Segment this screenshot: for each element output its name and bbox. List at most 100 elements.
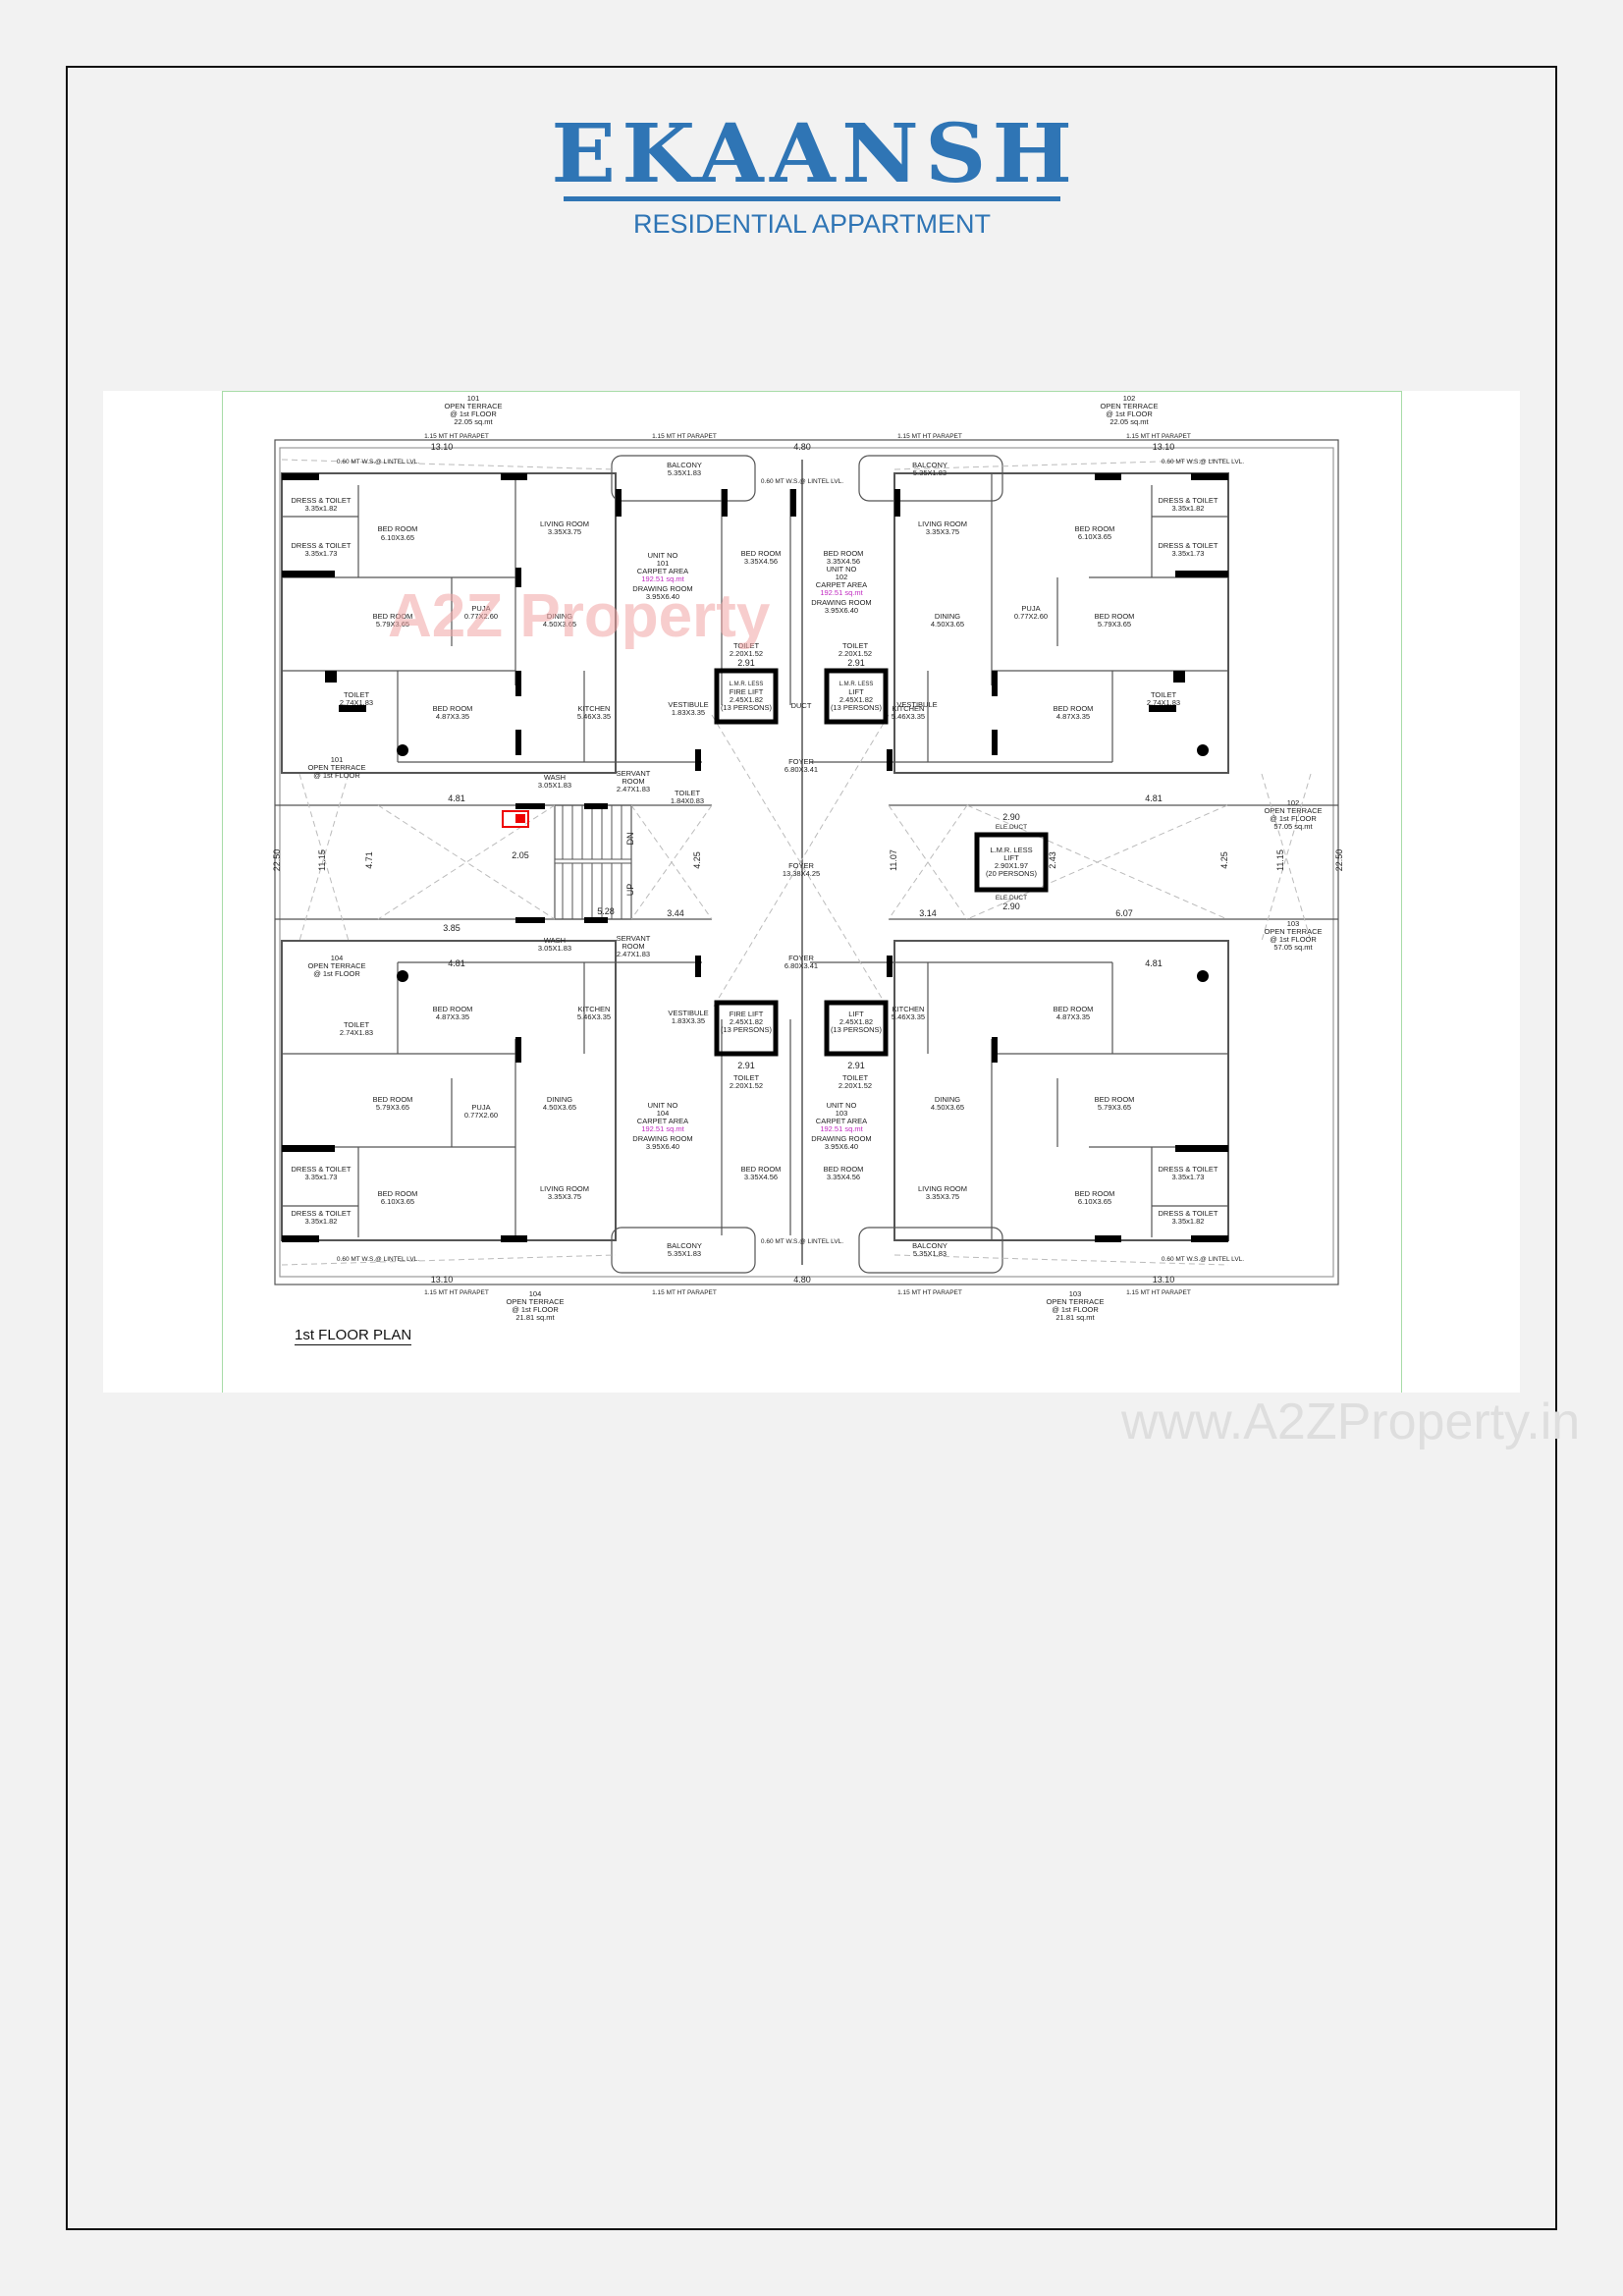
- svg-text:2.45X1.82: 2.45X1.82: [839, 1017, 873, 1026]
- svg-text:BALCONY: BALCONY: [912, 461, 947, 469]
- svg-text:@ 1st FLOOR: @ 1st FLOOR: [450, 410, 497, 418]
- svg-text:TOILET: TOILET: [842, 1073, 869, 1082]
- svg-text:104: 104: [529, 1289, 542, 1298]
- svg-text:5.79X3.65: 5.79X3.65: [1098, 1103, 1131, 1112]
- svg-text:4.71: 4.71: [364, 851, 374, 869]
- svg-text:4.87X3.35: 4.87X3.35: [436, 1012, 469, 1021]
- svg-text:3.95X6.40: 3.95X6.40: [825, 1142, 858, 1151]
- svg-text:2.74X1.83: 2.74X1.83: [340, 698, 373, 707]
- svg-text:0.60 MT W.S.@ LINTEL LVL.: 0.60 MT W.S.@ LINTEL LVL.: [337, 459, 419, 465]
- svg-text:VESTIBULE: VESTIBULE: [896, 700, 937, 709]
- brand-name: EKAANSH: [551, 107, 1079, 201]
- svg-text:3.95X6.40: 3.95X6.40: [646, 1142, 679, 1151]
- svg-text:104: 104: [657, 1109, 670, 1118]
- svg-text:2.91: 2.91: [847, 1061, 865, 1070]
- svg-text:DRESS & TOILET: DRESS & TOILET: [292, 1165, 352, 1174]
- svg-text:0.77X2.60: 0.77X2.60: [1014, 612, 1048, 621]
- svg-text:CARPET AREA: CARPET AREA: [637, 1117, 688, 1125]
- svg-text:1.15 MT HT PARAPET: 1.15 MT HT PARAPET: [652, 1289, 717, 1296]
- svg-text:TOILET: TOILET: [733, 1073, 760, 1082]
- brand-logo: EKAANSH RESIDENTIAL APPARTMENT: [551, 114, 1072, 240]
- svg-text:3.35x1.73: 3.35x1.73: [1172, 549, 1205, 558]
- svg-text:LIVING ROOM: LIVING ROOM: [918, 1184, 967, 1193]
- svg-text:PUJA: PUJA: [471, 1103, 490, 1112]
- svg-text:BED ROOM: BED ROOM: [1075, 1189, 1115, 1198]
- svg-text:KITCHEN: KITCHEN: [893, 704, 925, 713]
- svg-text:DRESS & TOILET: DRESS & TOILET: [1159, 1165, 1218, 1174]
- svg-text:DRESS & TOILET: DRESS & TOILET: [1159, 541, 1218, 550]
- svg-text:LIVING ROOM: LIVING ROOM: [918, 519, 967, 528]
- svg-text:2.74X1.83: 2.74X1.83: [340, 1028, 373, 1037]
- svg-text:3.05X1.83: 3.05X1.83: [538, 944, 571, 953]
- svg-text:BED ROOM: BED ROOM: [1054, 704, 1094, 713]
- svg-text:TOILET: TOILET: [344, 690, 370, 699]
- svg-text:2.20X1.52: 2.20X1.52: [839, 1081, 872, 1090]
- svg-text:OPEN TERRACE: OPEN TERRACE: [444, 402, 502, 410]
- svg-text:DINING: DINING: [547, 1095, 572, 1104]
- svg-text:1.15 MT HT PARAPET: 1.15 MT HT PARAPET: [424, 433, 489, 440]
- svg-text:104: 104: [331, 954, 344, 962]
- svg-text:5.79X3.65: 5.79X3.65: [1098, 620, 1131, 629]
- svg-text:6.10X3.65: 6.10X3.65: [1078, 532, 1111, 541]
- svg-text:11.15: 11.15: [317, 849, 327, 871]
- svg-text:DRAWING ROOM: DRAWING ROOM: [811, 598, 871, 607]
- svg-text:ELE.DUCT: ELE.DUCT: [996, 824, 1027, 831]
- svg-text:SERVANT: SERVANT: [617, 934, 651, 943]
- svg-text:FIRE LIFT: FIRE LIFT: [730, 1010, 764, 1018]
- svg-text:2.91: 2.91: [737, 1061, 755, 1070]
- svg-text:2.74X1.83: 2.74X1.83: [1147, 698, 1180, 707]
- svg-text:2.47X1.83: 2.47X1.83: [617, 950, 650, 958]
- svg-text:2.91: 2.91: [737, 658, 755, 668]
- svg-text:13.10: 13.10: [431, 1275, 454, 1285]
- svg-text:KITCHEN: KITCHEN: [893, 1005, 925, 1013]
- svg-text:13.10: 13.10: [1153, 1275, 1175, 1285]
- svg-text:(13 PERSONS): (13 PERSONS): [721, 1025, 773, 1034]
- svg-text:CARPET AREA: CARPET AREA: [816, 580, 867, 589]
- svg-text:1.84X0.83: 1.84X0.83: [671, 796, 704, 805]
- svg-text:DINING: DINING: [935, 1095, 960, 1104]
- watermark-logo: A2Z Property: [388, 582, 771, 650]
- svg-text:3.05X1.83: 3.05X1.83: [538, 781, 571, 790]
- svg-text:5.46X3.35: 5.46X3.35: [892, 1012, 925, 1021]
- svg-text:3.35X3.75: 3.35X3.75: [926, 527, 959, 536]
- svg-text:22.50: 22.50: [1334, 849, 1344, 872]
- svg-text:3.35x1.82: 3.35x1.82: [1172, 504, 1205, 513]
- svg-text:2.47X1.83: 2.47X1.83: [617, 785, 650, 793]
- svg-text:BED ROOM: BED ROOM: [373, 612, 413, 621]
- svg-text:6.10X3.65: 6.10X3.65: [381, 533, 414, 542]
- svg-text:13.10: 13.10: [1153, 442, 1175, 452]
- svg-text:BED ROOM: BED ROOM: [1095, 1095, 1135, 1104]
- svg-text:3.95X6.40: 3.95X6.40: [825, 606, 858, 615]
- svg-text:21.81 sq.mt: 21.81 sq.mt: [1055, 1313, 1095, 1322]
- svg-text:3.35X3.75: 3.35X3.75: [548, 1192, 581, 1201]
- page-border: [66, 66, 1557, 2230]
- svg-text:4.81: 4.81: [448, 793, 465, 803]
- svg-text:DRESS & TOILET: DRESS & TOILET: [292, 496, 352, 505]
- svg-text:6.07: 6.07: [1115, 908, 1133, 918]
- brand-underline: [564, 196, 1060, 201]
- svg-text:4.50X3.65: 4.50X3.65: [543, 620, 576, 629]
- svg-text:5.46X3.35: 5.46X3.35: [577, 712, 611, 721]
- svg-text:4.87X3.35: 4.87X3.35: [1056, 1012, 1090, 1021]
- svg-text:BED ROOM: BED ROOM: [433, 704, 473, 713]
- svg-text:3.35X4.56: 3.35X4.56: [744, 557, 778, 566]
- svg-text:2.43: 2.43: [1048, 851, 1057, 869]
- svg-text:OPEN TERRACE: OPEN TERRACE: [307, 961, 365, 970]
- svg-text:102: 102: [836, 573, 848, 581]
- svg-text:UNIT NO: UNIT NO: [648, 551, 678, 560]
- svg-text:BED ROOM: BED ROOM: [741, 549, 782, 558]
- svg-text:@ 1st FLOOR: @ 1st FLOOR: [1270, 814, 1317, 823]
- svg-text:3.35X3.75: 3.35X3.75: [548, 527, 581, 536]
- svg-text:BALCONY: BALCONY: [912, 1241, 947, 1250]
- svg-text:102: 102: [1123, 394, 1136, 403]
- svg-text:@ 1st FLOOR: @ 1st FLOOR: [1270, 935, 1317, 944]
- svg-text:192.51 sq.mt: 192.51 sq.mt: [820, 588, 863, 597]
- svg-text:LIFT: LIFT: [848, 1010, 864, 1018]
- svg-text:5.28: 5.28: [597, 906, 615, 916]
- svg-text:3.35X3.75: 3.35X3.75: [926, 1192, 959, 1201]
- plan-title: 1st FLOOR PLAN: [295, 1327, 412, 1345]
- svg-text:192.51 sq.mt: 192.51 sq.mt: [820, 1124, 863, 1133]
- brand-subtitle: RESIDENTIAL APPARTMENT: [632, 209, 992, 239]
- watermark-url: www.A2ZProperty.in: [1121, 1394, 1581, 1450]
- svg-text:3.35x1.82: 3.35x1.82: [305, 1217, 338, 1226]
